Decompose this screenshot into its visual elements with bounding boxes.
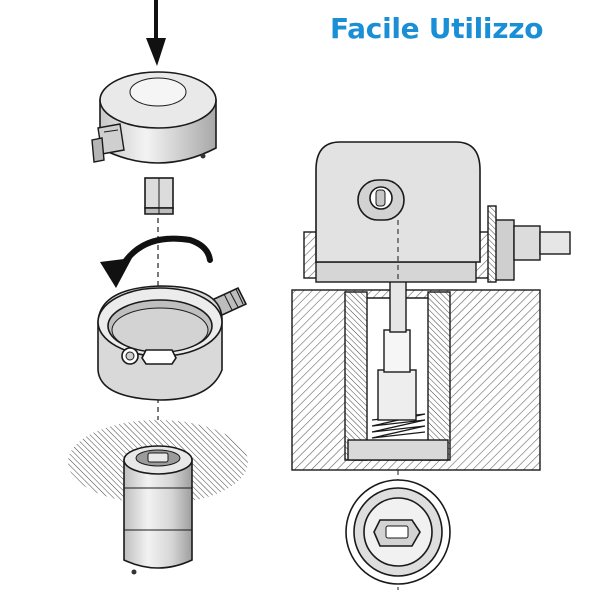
cylinder-insert: [123, 445, 193, 575]
page-title: Facile Utilizzo: [330, 12, 544, 45]
lock-housing: [315, 141, 481, 282]
key-icon: [91, 123, 125, 163]
rotate-arrow-icon: [100, 235, 213, 288]
lock-cap: [99, 71, 217, 215]
mounting-bracket: [97, 285, 248, 401]
side-bolt: [487, 205, 571, 283]
cylinder-end-view: [345, 470, 451, 590]
section-body: [291, 279, 541, 471]
down-arrow-icon: [146, 0, 166, 66]
